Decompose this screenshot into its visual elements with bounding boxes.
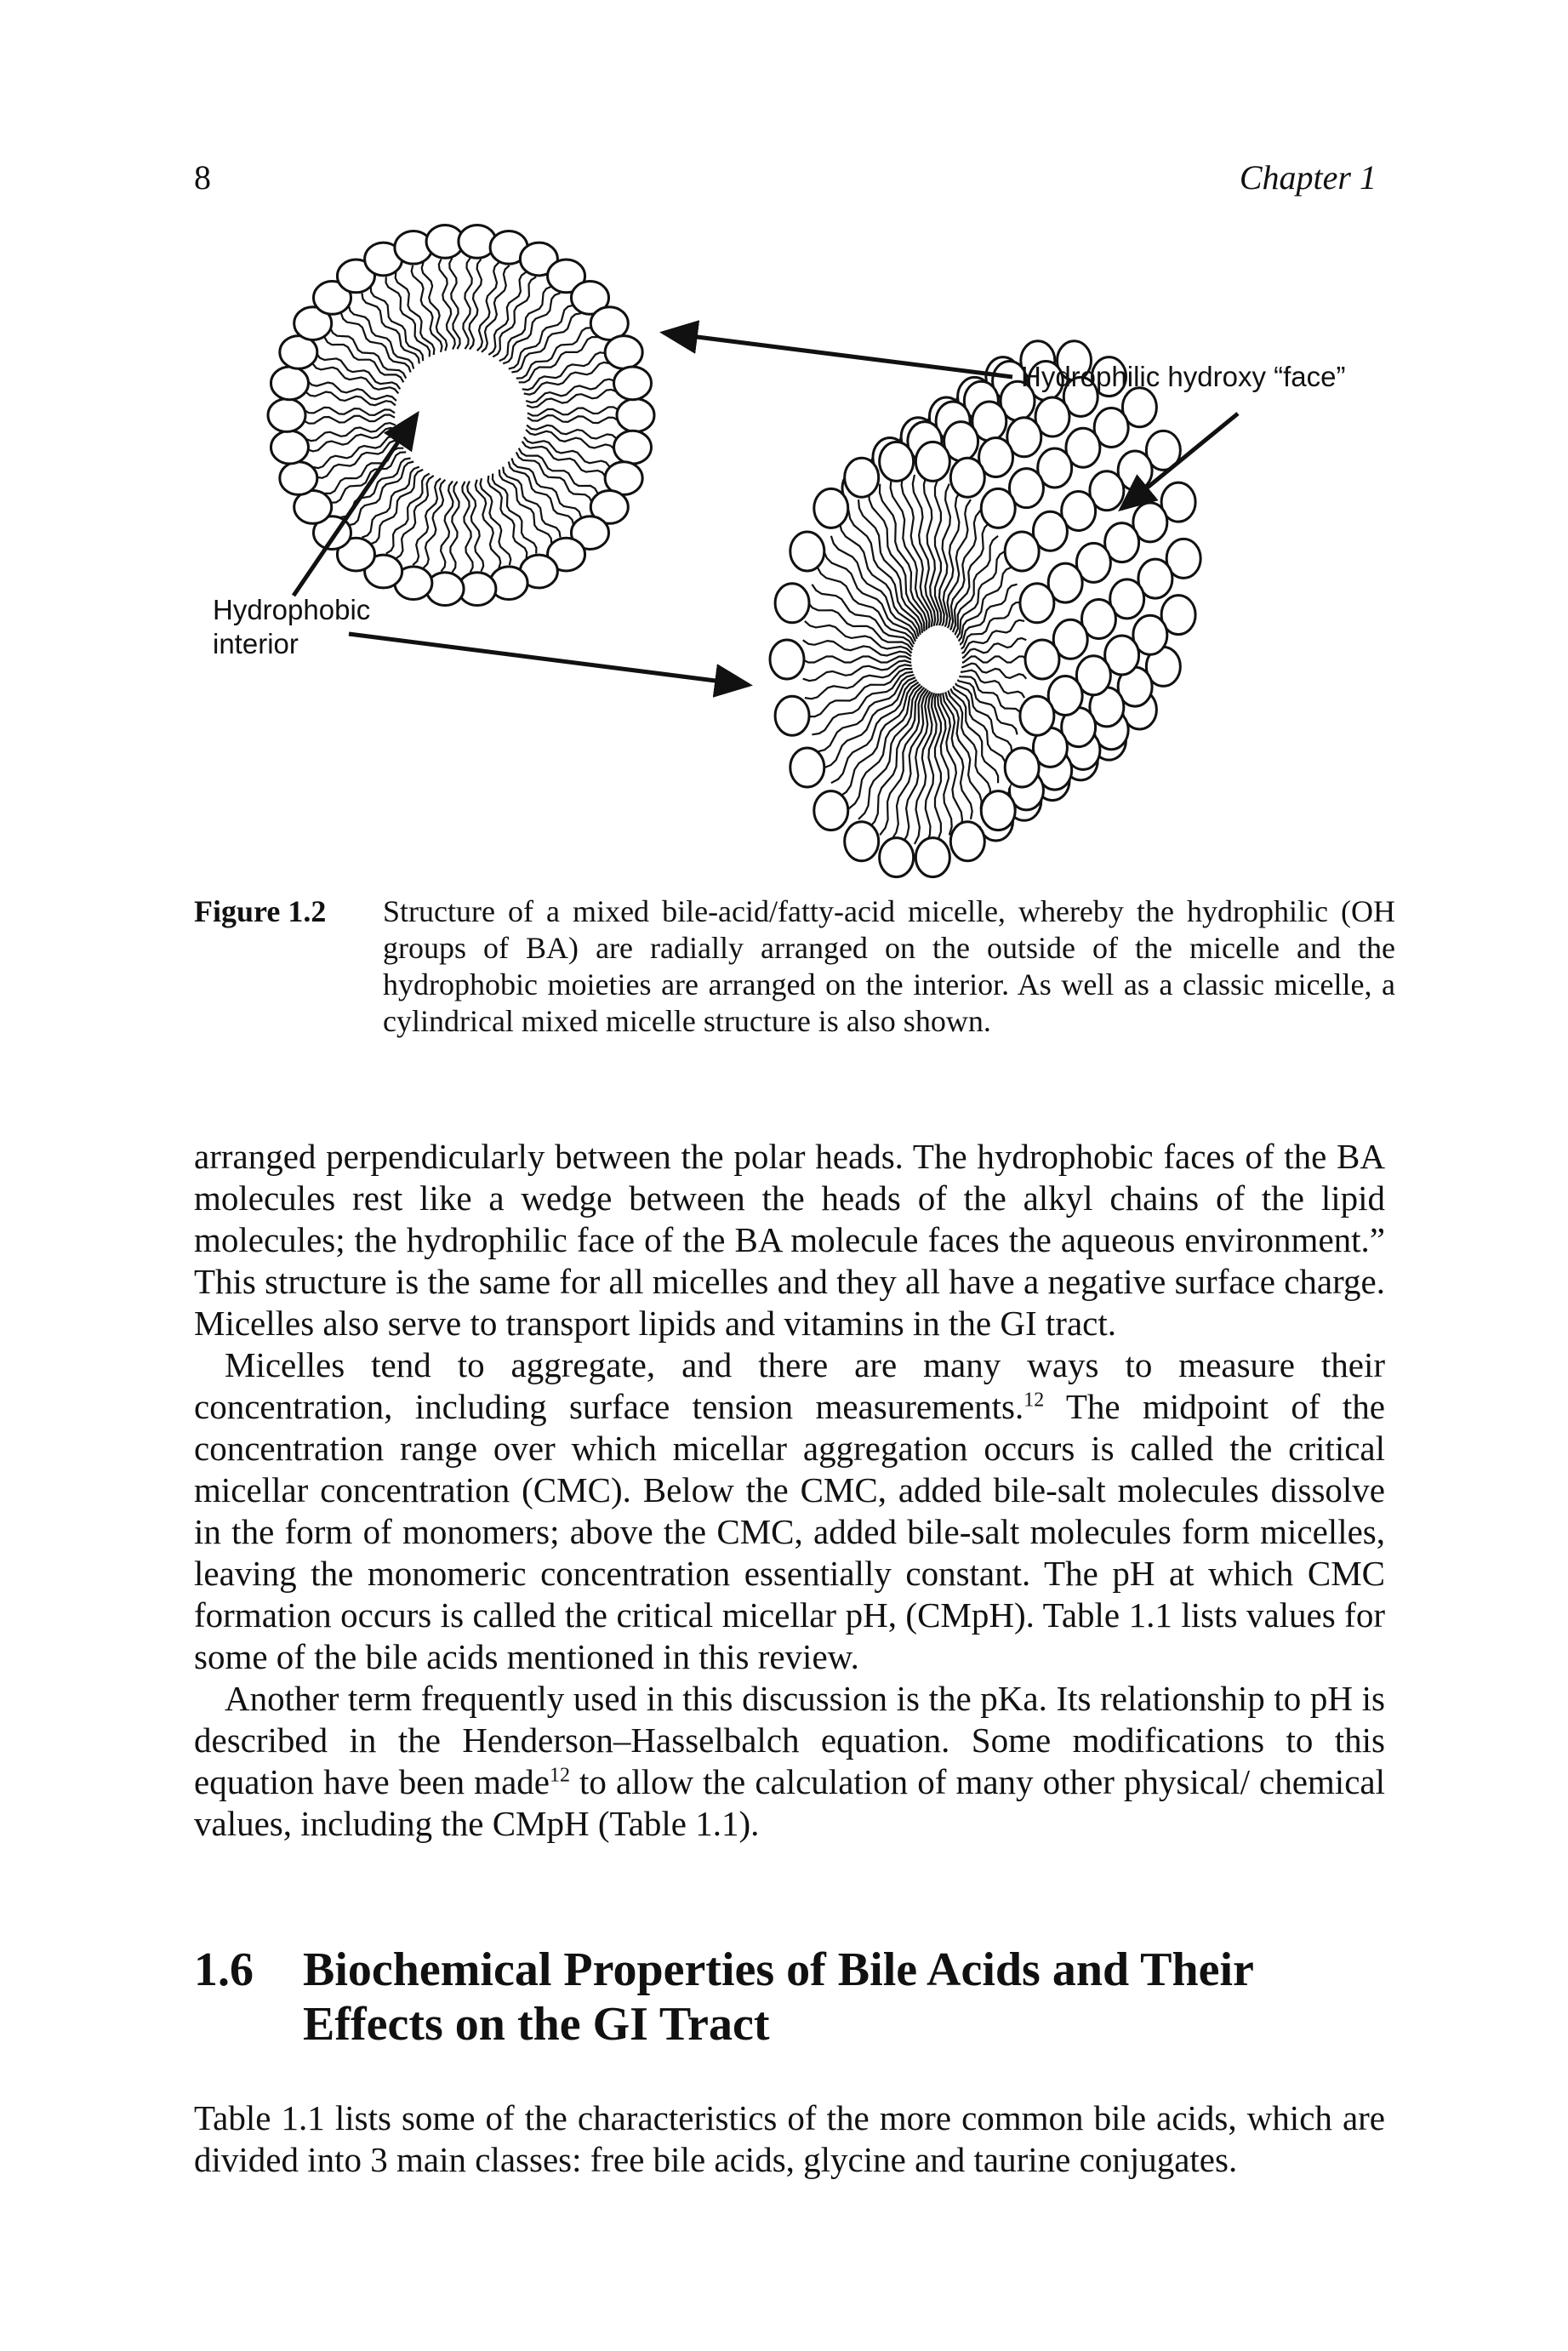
paragraph: Another term frequently used in this dis… bbox=[194, 1679, 1385, 1843]
paragraph: Micelles tend to aggregate, and there ar… bbox=[194, 1345, 1385, 1676]
label-hydrophilic-face: Hydrophilic hydroxy “face” bbox=[1021, 361, 1345, 392]
interior-arrow-cylinder bbox=[348, 631, 753, 698]
label-hydrophobic: Hydrophobic bbox=[213, 594, 370, 625]
face-arrow-classic bbox=[659, 320, 1013, 379]
page-number: 8 bbox=[194, 158, 211, 197]
micelle-figure: Hydrophilic hydroxy “face” Hydrophobic i… bbox=[213, 224, 1345, 879]
face-arrow-cylinder bbox=[1118, 412, 1240, 512]
paragraph: Table 1.1 lists some of the characterist… bbox=[194, 2098, 1385, 2179]
reference-mark: 12 bbox=[549, 1764, 570, 1787]
section-title: Biochemical Properties of Bile Acids and… bbox=[303, 1943, 1253, 2051]
paragraph: arranged perpendicularly between the pol… bbox=[194, 1137, 1385, 1343]
section-number: 1.6 bbox=[194, 1943, 254, 1996]
label-interior: interior bbox=[213, 628, 299, 659]
reference-mark: 12 bbox=[1023, 1389, 1045, 1412]
cylindrical-micelle-diagram bbox=[768, 340, 1202, 879]
classic-micelle-diagram bbox=[266, 224, 656, 607]
interior-arrow-classic bbox=[291, 410, 419, 597]
body-text: arranged perpendicularly between the pol… bbox=[194, 1136, 1385, 1845]
caption-label: Figure 1.2 bbox=[194, 894, 327, 928]
running-title: Chapter 1 bbox=[1239, 158, 1377, 197]
section-body: Table 1.1 lists some of the characterist… bbox=[194, 2097, 1385, 2181]
caption-text: Structure of a mixed bile-acid/fatty-aci… bbox=[383, 894, 1395, 1038]
